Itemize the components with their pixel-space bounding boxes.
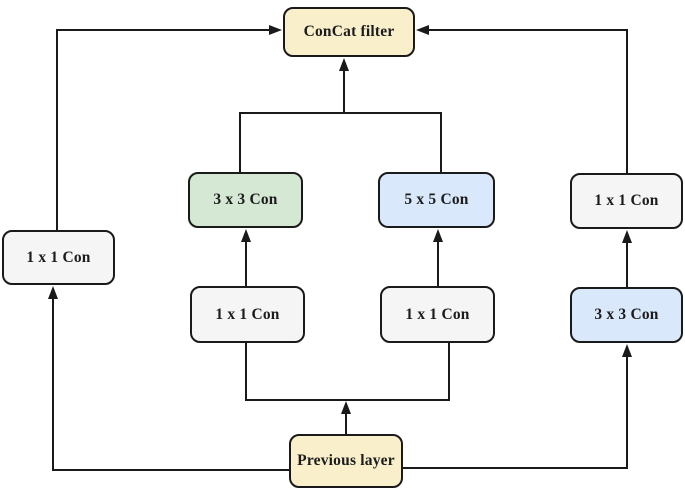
arrowhead-into-concat-right xyxy=(416,25,429,35)
node-conv-1x1-mid-right: 1 x 1 Con xyxy=(380,286,495,343)
node-label-previous-layer: Previous layer xyxy=(297,452,395,469)
node-concat-filter: ConCat filter xyxy=(283,7,415,57)
node-previous-layer: Previous layer xyxy=(289,434,403,488)
arrowhead-into-concat-left xyxy=(269,25,282,35)
node-conv-1x1-mid-left: 1 x 1 Con xyxy=(190,286,305,343)
node-conv-1x1-left: 1 x 1 Con xyxy=(2,230,115,285)
edge-previous-to-right3x3 xyxy=(403,357,628,469)
node-conv-3x3-right: 3 x 3 Con xyxy=(570,287,683,343)
node-label-conv-3x3-branch: 3 x 3 Con xyxy=(213,191,278,208)
edge-previous-to-left1x1 xyxy=(52,299,289,471)
node-label-conv-1x1-mid-right: 1 x 1 Con xyxy=(405,305,470,323)
arrowhead-into-junction xyxy=(341,401,351,414)
arrowhead-into-concat-bottom xyxy=(339,58,349,71)
node-label-concat-filter: ConCat filter xyxy=(303,23,395,40)
node-conv-1x1-right: 1 x 1 Con xyxy=(570,173,683,229)
arrowhead-into-3x3 xyxy=(241,229,251,242)
edge-bottom-junction xyxy=(245,343,450,401)
arrowhead-into-right3x3 xyxy=(622,344,632,357)
node-label-conv-1x1-right: 1 x 1 Con xyxy=(594,192,659,209)
edge-right1x1-to-concat xyxy=(429,29,628,173)
node-label-conv-1x1-mid-left: 1 x 1 Con xyxy=(215,305,280,323)
edge-left1x1-to-concat xyxy=(56,29,269,230)
edge-top-junction xyxy=(239,112,442,172)
node-label-conv-1x1-left: 1 x 1 Con xyxy=(26,248,91,266)
arrowhead-into-5x5 xyxy=(433,229,443,242)
arrowhead-into-right1x1 xyxy=(622,230,632,243)
node-label-conv-3x3-right: 3 x 3 Con xyxy=(594,306,659,323)
node-conv-3x3-branch: 3 x 3 Con xyxy=(188,172,303,228)
arrowhead-into-left1x1 xyxy=(48,286,58,299)
node-label-conv-5x5-branch: 5 x 5 Con xyxy=(404,191,469,208)
node-conv-5x5-branch: 5 x 5 Con xyxy=(378,172,495,228)
